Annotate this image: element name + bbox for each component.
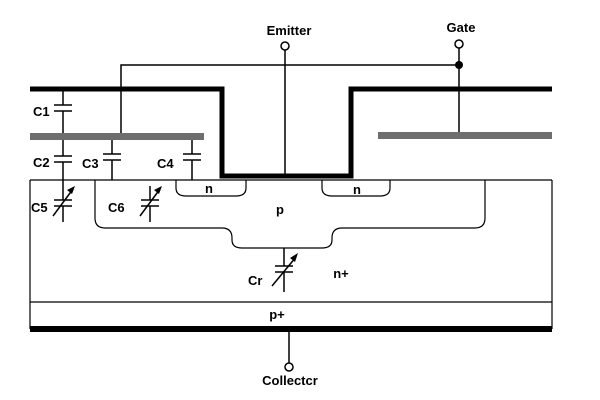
c1-label: C1	[33, 104, 50, 119]
capacitor-c1	[54, 89, 72, 133]
n-well-left	[175, 180, 247, 197]
gate-electrode-left	[30, 133, 204, 140]
emitter-label: Emitter	[267, 23, 312, 38]
n-plus-label: n+	[333, 266, 349, 281]
c2-label: C2	[33, 155, 50, 170]
p-plus-label: p+	[269, 307, 285, 322]
c5-label: C5	[31, 200, 48, 215]
emitter-pin	[280, 41, 290, 51]
p-body-region	[94, 180, 486, 249]
collector-metal	[30, 326, 552, 332]
gate-label: Gate	[447, 20, 476, 35]
capacitor-c2	[54, 140, 72, 180]
n-left-label: n	[205, 181, 213, 196]
emitter-terminal: Emitter	[267, 23, 312, 176]
n-well-right	[321, 180, 391, 197]
capacitor-c3	[103, 140, 121, 180]
gate-interconnect	[120, 64, 459, 133]
capacitor-c4	[183, 140, 201, 180]
c3-label: C3	[82, 156, 99, 171]
emitter-metal	[30, 86, 552, 179]
collector-label: Collectcr	[262, 373, 318, 388]
c4-label: C4	[157, 156, 174, 171]
capacitor-c6	[139, 186, 162, 222]
collector-terminal: Collectcr	[262, 332, 318, 388]
p-label: p	[276, 202, 284, 217]
capacitor-cr	[271, 248, 298, 292]
c6-label: C6	[108, 200, 125, 215]
collector-pin	[284, 362, 294, 372]
gate-pin	[454, 39, 464, 49]
capacitor-c5	[52, 180, 75, 222]
cr-label: Cr	[248, 273, 262, 288]
n-right-label: n	[353, 182, 361, 197]
gate-electrode-right	[378, 132, 552, 139]
